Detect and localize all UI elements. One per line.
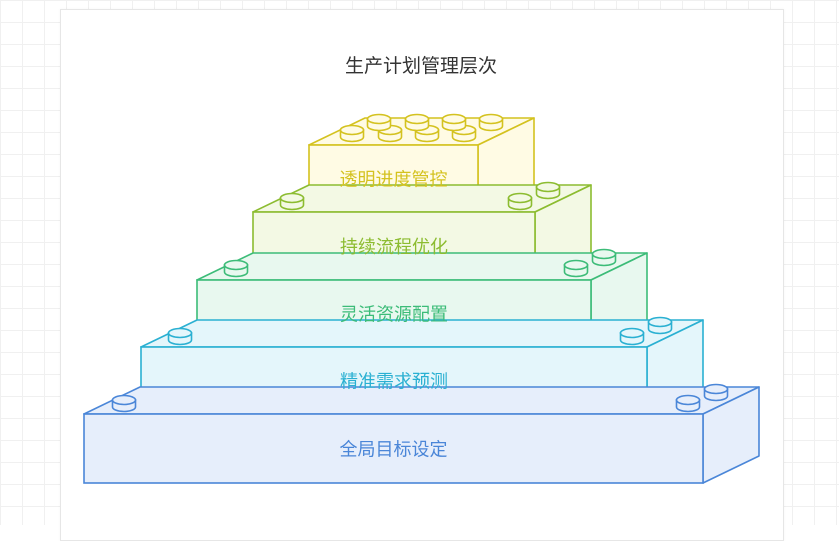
layer-label-precise-demand-forecast: 精准需求预测	[340, 372, 448, 393]
brick-stud	[619, 327, 645, 346]
brick-stud	[223, 259, 249, 278]
brick-stud	[535, 181, 561, 200]
layer-label-flexible-resource-allocation: 灵活资源配置	[340, 305, 448, 326]
layer-label-continuous-process-optimization: 持续流程优化	[340, 237, 448, 258]
diagram-title: 生产计划管理层次	[345, 55, 497, 77]
brick-stud	[703, 383, 729, 402]
brick-stud	[404, 113, 430, 132]
brick-stud	[507, 192, 533, 211]
brick-stud	[441, 113, 467, 132]
brick-stud	[167, 327, 193, 346]
brick-stud	[563, 259, 589, 278]
layer-label-transparent-progress-control: 透明进度管控	[340, 170, 448, 191]
layer-global-goal-setting	[83, 383, 760, 484]
brick-stud	[478, 113, 504, 132]
brick-stud	[279, 192, 305, 211]
brick-stud	[111, 394, 137, 413]
brick-stud	[647, 316, 673, 335]
brick-stud	[675, 394, 701, 413]
brick-front-face-global-goal-setting	[83, 413, 704, 484]
brick-stud	[591, 248, 617, 267]
layer-label-global-goal-setting: 全局目标设定	[340, 440, 448, 461]
brick-stud	[339, 124, 365, 143]
brick-stud	[366, 113, 392, 132]
